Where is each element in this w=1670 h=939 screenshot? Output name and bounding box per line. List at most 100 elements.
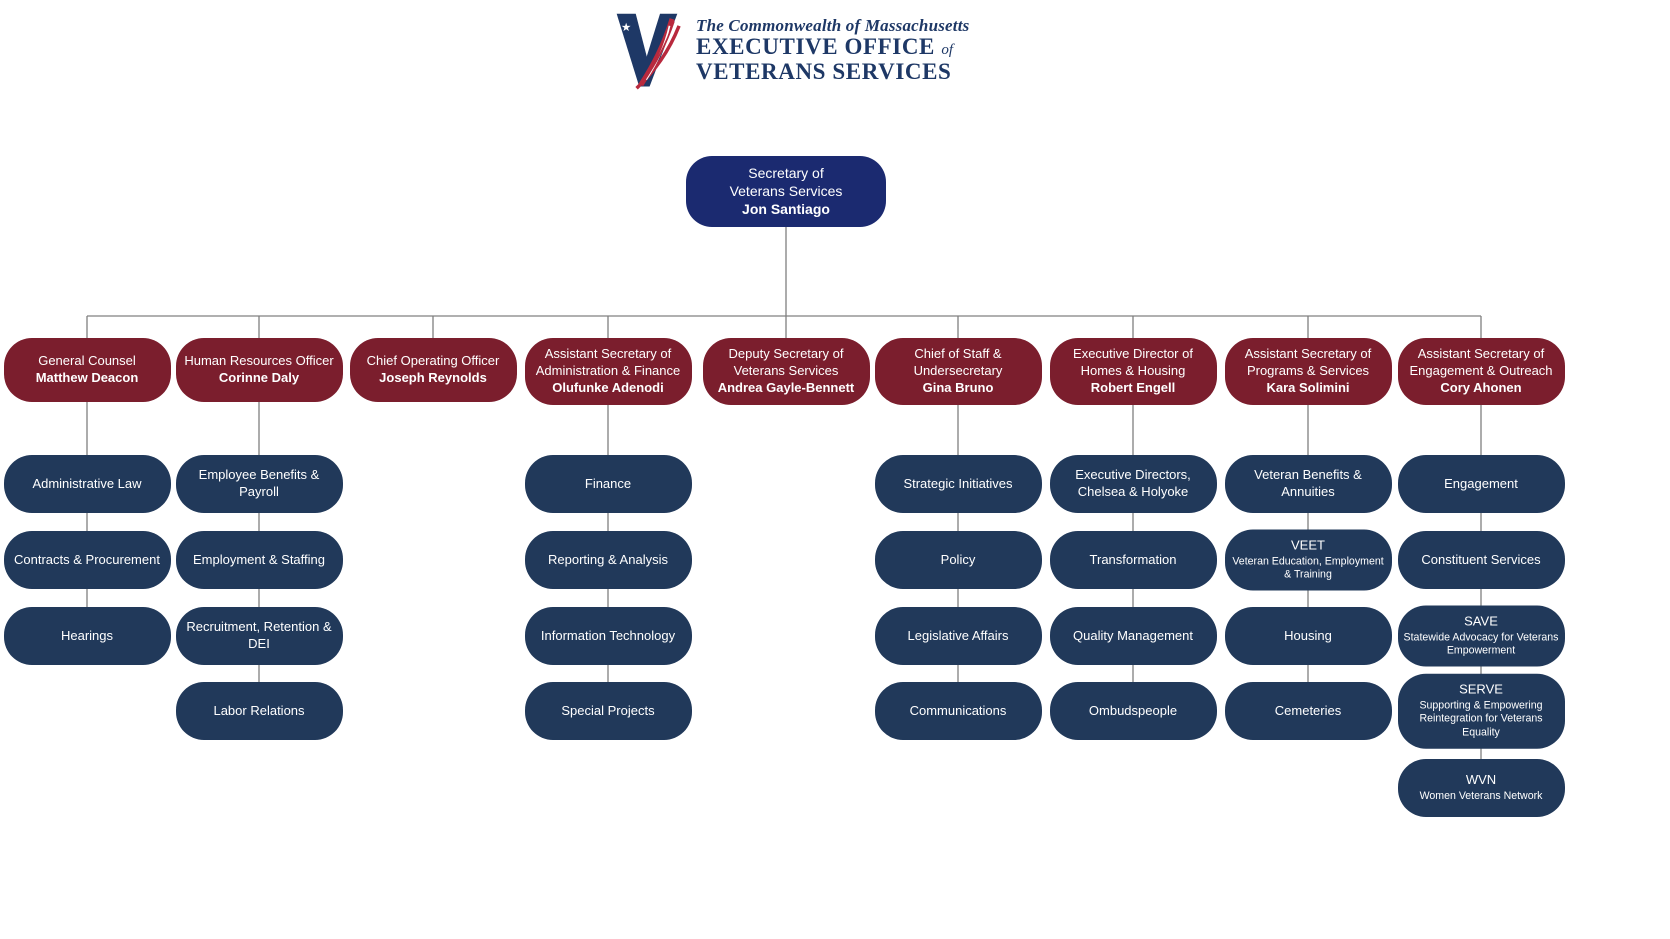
node-label: Employee Benefits & Payroll	[198, 467, 320, 499]
node-person-name: Cory Ahonen	[1440, 379, 1522, 395]
node-label: Special Projects	[561, 702, 655, 718]
org-node-unit: Engagement	[1397, 455, 1565, 513]
org-node-unit: Constituent Services	[1397, 531, 1565, 589]
org-node-unit: Employee Benefits & Payroll	[175, 455, 343, 513]
org-node-unit: Quality Management	[1049, 607, 1217, 665]
org-node-executive: Chief Operating Officer Joseph Reynolds	[349, 338, 517, 402]
star-icon: ★	[621, 22, 631, 34]
node-label: Policy	[940, 551, 976, 567]
node-person-name: Olufunke Adenodi	[552, 379, 664, 395]
node-person-name: Corinne Daly	[218, 370, 300, 385]
node-title: Assistant Secretary of Engagement & Outr…	[1409, 346, 1553, 378]
org-node-unit: Policy	[874, 531, 1042, 589]
org-node-unit: VEET Veteran Education, Employment & Tra…	[1224, 529, 1392, 591]
org-node-unit: SAVE Statewide Advocacy for Veterans Emp…	[1397, 605, 1565, 667]
node-label: Strategic Initiatives	[903, 475, 1013, 491]
org-node-executive: Executive Director of Homes & Housing Ro…	[1049, 338, 1217, 405]
org-node-unit: Finance	[524, 455, 692, 513]
agency-logo: ★ The Commonwealth of Massachusetts EXEC…	[608, 10, 969, 92]
logo-office-text: EXECUTIVE OFFICE of	[696, 34, 969, 60]
node-title-line: Secretary of	[748, 165, 824, 181]
org-node-unit: Transformation	[1049, 531, 1217, 589]
org-node-unit: Recruitment, Retention & DEI	[175, 607, 343, 665]
node-label: Employment & Staffing	[193, 551, 325, 567]
logo-of-word: of	[941, 42, 954, 59]
node-sublabel: Supporting & Empowering Reintegration fo…	[1419, 699, 1543, 739]
node-label: Engagement	[1444, 475, 1518, 491]
node-person-name: Kara Solimini	[1266, 379, 1350, 395]
node-person-name: Andrea Gayle-Bennett	[717, 379, 855, 395]
node-person-name: Joseph Reynolds	[379, 370, 487, 385]
node-person-name: Robert Engell	[1090, 379, 1176, 395]
org-node-unit: SERVE Supporting & Empowering Reintegrat…	[1397, 673, 1565, 749]
node-title: Deputy Secretary of Veterans Services	[728, 346, 844, 378]
org-node-unit: Hearings	[3, 607, 171, 665]
logo-commonwealth-text: The Commonwealth of Massachusetts	[696, 15, 970, 35]
node-title: Chief Operating Officer	[366, 353, 500, 369]
node-person-name: Gina Bruno	[922, 379, 994, 395]
org-node-unit: Information Technology	[524, 607, 692, 665]
node-title: Assistant Secretary of Administration & …	[535, 346, 681, 378]
org-node-unit: Employment & Staffing	[175, 531, 343, 589]
org-node-unit: Special Projects	[524, 682, 692, 740]
node-label: Legislative Affairs	[907, 627, 1009, 643]
node-label: Ombudspeople	[1088, 702, 1178, 718]
node-label: Transformation	[1089, 551, 1177, 567]
org-node-executive: Assistant Secretary of Administration & …	[524, 338, 692, 405]
node-sublabel: Veteran Education, Employment & Training	[1232, 555, 1384, 581]
node-title-line: Veterans Services	[729, 183, 843, 200]
org-node-executive: Chief of Staff & Undersecretary Gina Bru…	[874, 338, 1042, 405]
veterans-services-v-icon: ★	[616, 13, 681, 90]
node-label: Executive Directors, Chelsea & Holyoke	[1075, 467, 1191, 499]
org-node-executive: Assistant Secretary of Engagement & Outr…	[1397, 338, 1565, 405]
node-label: Constituent Services	[1421, 551, 1541, 567]
node-label: Labor Relations	[213, 702, 305, 718]
node-label: Reporting & Analysis	[548, 551, 668, 567]
node-label: SERVE	[1459, 681, 1503, 697]
logo-office-main: EXECUTIVE OFFICE	[696, 34, 935, 60]
node-label: Hearings	[60, 627, 114, 643]
node-sublabel: Women Veterans Network	[1419, 790, 1543, 803]
org-node-unit: Executive Directors, Chelsea & Holyoke	[1049, 455, 1217, 513]
node-sublabel: Statewide Advocacy for Veterans Empowerm…	[1403, 631, 1559, 657]
node-label: Finance	[584, 475, 632, 491]
node-label: WVN	[1465, 772, 1497, 788]
org-node-unit: Cemeteries	[1224, 682, 1392, 740]
node-person-name: Jon Santiago	[742, 201, 830, 218]
node-label: Information Technology	[540, 627, 676, 643]
org-node-unit: WVN Women Veterans Network	[1397, 759, 1565, 817]
node-label: Administrative Law	[32, 475, 142, 491]
org-node-unit: Housing	[1224, 607, 1392, 665]
node-label: VEET	[1291, 537, 1325, 553]
org-node-unit: Strategic Initiatives	[874, 455, 1042, 513]
org-node-unit: Administrative Law	[3, 455, 171, 513]
node-label: Quality Management	[1073, 627, 1193, 643]
org-node-executive: General Counsel Matthew Deacon	[3, 338, 171, 402]
logo-services-text: VETERANS SERVICES	[696, 59, 952, 85]
org-node-unit: Ombudspeople	[1049, 682, 1217, 740]
org-node-executive: Assistant Secretary of Programs & Servic…	[1224, 338, 1392, 405]
node-label: Recruitment, Retention & DEI	[186, 619, 332, 651]
node-title: Chief of Staff & Undersecretary	[913, 346, 1003, 378]
org-node-unit: Communications	[874, 682, 1042, 740]
node-label: Housing	[1284, 627, 1332, 643]
org-node-unit: Veteran Benefits & Annuities	[1224, 455, 1392, 513]
node-title: General Counsel	[38, 353, 136, 369]
org-node-secretary: Secretary of Veterans Services Jon Santi…	[686, 156, 886, 227]
node-person-name: Matthew Deacon	[35, 370, 139, 385]
node-label: Cemeteries	[1274, 702, 1342, 718]
node-title: Human Resources Officer	[184, 353, 334, 369]
org-node-unit: Reporting & Analysis	[524, 531, 692, 589]
node-label: Contracts & Procurement	[14, 551, 160, 567]
org-node-unit: Legislative Affairs	[874, 607, 1042, 665]
node-title: Assistant Secretary of Programs & Servic…	[1244, 346, 1372, 378]
org-node-executive: Human Resources Officer Corinne Daly	[175, 338, 343, 402]
node-label: Communications	[909, 702, 1007, 718]
logo-text-block: The Commonwealth of Massachusetts EXECUT…	[696, 15, 970, 85]
node-label: SAVE	[1464, 613, 1498, 629]
org-node-unit: Contracts & Procurement	[3, 531, 171, 589]
org-node-executive: Deputy Secretary of Veterans Services An…	[702, 338, 870, 405]
node-title: Executive Director of Homes & Housing	[1073, 346, 1193, 378]
node-label: Veteran Benefits & Annuities	[1254, 467, 1362, 499]
